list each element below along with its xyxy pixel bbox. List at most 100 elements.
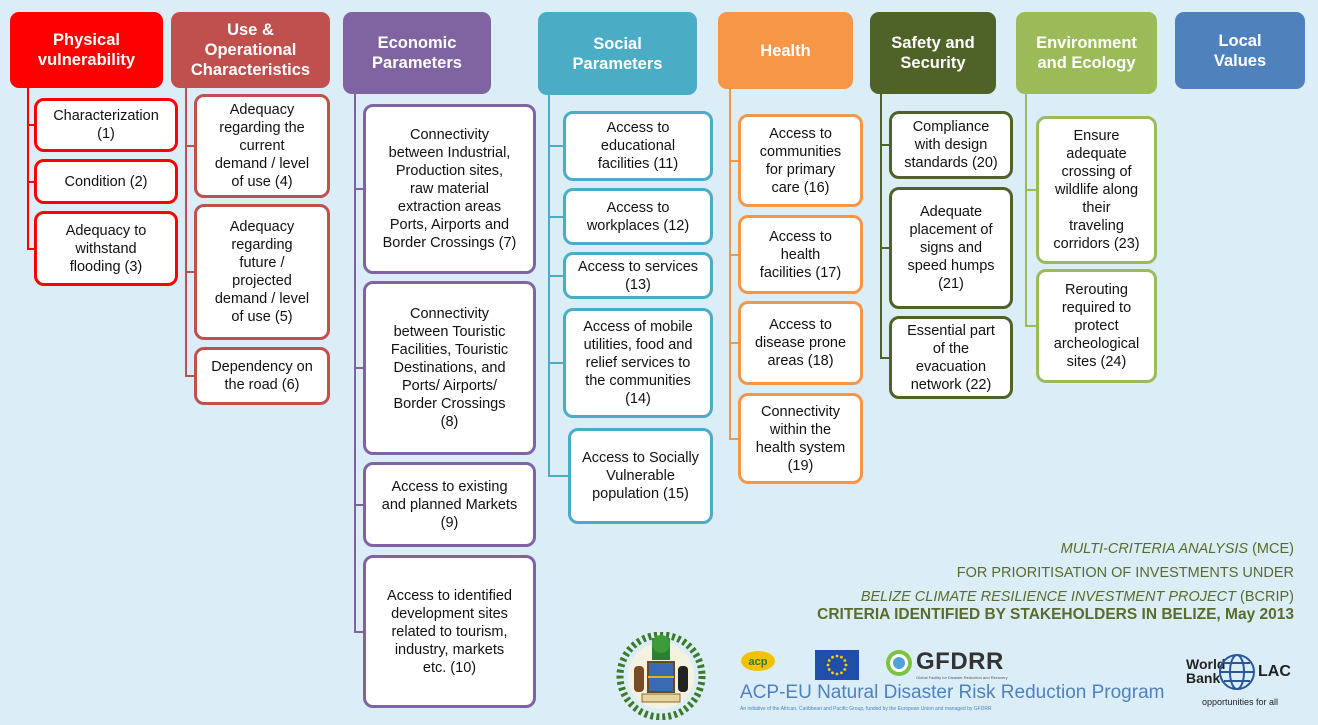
criterion-text-line: Destinations, and — [393, 360, 506, 376]
criterion-text-line: Ports, Airports and — [389, 217, 510, 233]
criterion-text-line: of use (5) — [231, 309, 293, 325]
svg-text:acp: acp — [749, 656, 768, 668]
criterion-text-line: development sites — [391, 605, 508, 622]
criterion-text-line: their — [1082, 200, 1111, 216]
criterion-text-line: flooding (3) — [69, 258, 143, 275]
economic-connector-tick — [354, 367, 363, 369]
criterion-text-line: relief services to — [585, 355, 691, 371]
criterion-text-line: crossing of — [1061, 164, 1132, 180]
footer-project-line: BELIZE CLIMATE RESILIENCE INVESTMENT PRO… — [860, 589, 1294, 605]
criterion-text-line: Access to Socially — [582, 450, 699, 466]
program-name: ACP-EU Natural Disaster Risk Reduction P… — [740, 682, 1165, 703]
criterion-text-line: Access to — [606, 199, 670, 216]
health-connector-tick — [729, 253, 738, 256]
physical-criterion-box: Condition (2) — [34, 159, 178, 204]
criterion-text-line: regarding the — [219, 120, 305, 136]
criterion-text-line: Adequacy — [229, 102, 295, 118]
social-connector-tick — [548, 145, 563, 147]
criterion-text-line: Vulnerable — [606, 468, 675, 484]
criterion-text-line: Adequacy — [229, 219, 295, 235]
criterion-text-line: corridors (23) — [1053, 236, 1140, 252]
criterion-text-line: (14) — [625, 391, 651, 407]
social-connector-tick — [548, 475, 568, 477]
use-connector-tick — [185, 271, 194, 273]
criterion-text-line: Production sites, — [395, 163, 504, 179]
physical-criterion-text: Condition (2) — [64, 173, 147, 191]
health-connector-tick — [729, 342, 738, 344]
criterion-text-line: protect — [1074, 318, 1119, 334]
criterion-text-line: demand / level — [214, 291, 310, 307]
use-header-line: Characteristics — [190, 61, 311, 79]
health-connector-tick — [729, 437, 738, 440]
physical-connector-tick — [27, 124, 34, 126]
criterion-text-line: Access to existing — [391, 478, 508, 495]
criterion-text-line: Essential part — [907, 322, 995, 339]
criterion-text-line: Access to — [769, 228, 832, 245]
criterion-text-line: educational — [600, 138, 676, 154]
safety-connector-tick — [880, 144, 889, 146]
criterion-text-line: wildlife along — [1054, 182, 1139, 198]
criterion-text-line: placement of — [909, 222, 993, 238]
criterion-text-line: Compliance — [912, 119, 990, 135]
criterion-text-line: Access to — [769, 317, 832, 333]
criterion-text-line: disease prone — [754, 335, 847, 351]
social-criterion-box: Access to services(13) — [563, 252, 713, 299]
criterion-text-line: care (16) — [771, 179, 830, 196]
safety-header-line: Safety and — [891, 34, 975, 52]
health-category-title: Health — [760, 41, 810, 61]
footer-title-line: MULTI-CRITERIA ANALYSIS (MCE) — [1060, 541, 1294, 557]
health-connector-line — [729, 89, 731, 439]
criterion-text-line: health — [780, 246, 821, 263]
gfdrr-label: GFDRR — [916, 648, 1004, 675]
criterion-text-line: Access of mobile — [583, 319, 693, 335]
eu-flag-icon — [815, 650, 859, 680]
criterion-text-line: and planned Markets — [381, 496, 518, 513]
criterion-text-line: utilities, food and — [583, 337, 693, 353]
safety-connector-tick — [880, 247, 889, 249]
criterion-text-line: Adequate — [919, 204, 983, 220]
economic-header-line: Economic — [377, 34, 457, 52]
use-connector-tick — [185, 375, 194, 377]
criterion-text-line: current — [239, 138, 285, 154]
world-bank-lac-logo: World Bank LAC opportunities for all — [1186, 653, 1306, 713]
use-connector-line — [185, 88, 187, 376]
criterion-text-line: Facilities, Touristic — [390, 342, 509, 358]
criterion-text-line: Dependency on — [211, 359, 313, 375]
physical-connector-line — [27, 88, 29, 249]
criterion-text-line: adequate — [1066, 146, 1127, 162]
criterion-text-line: archeological — [1053, 336, 1140, 352]
criterion-text-line: with design — [914, 137, 988, 153]
world-bank-tagline: opportunities for all — [1202, 697, 1279, 707]
health-header-line: Health — [760, 41, 811, 60]
economic-connector-tick — [354, 503, 363, 506]
criterion-text-line: industry, markets — [394, 641, 505, 658]
criterion-text-line: of use (4) — [231, 174, 293, 190]
local-header-line: Values — [1213, 51, 1267, 70]
criterion-text-line: future / — [239, 255, 285, 271]
